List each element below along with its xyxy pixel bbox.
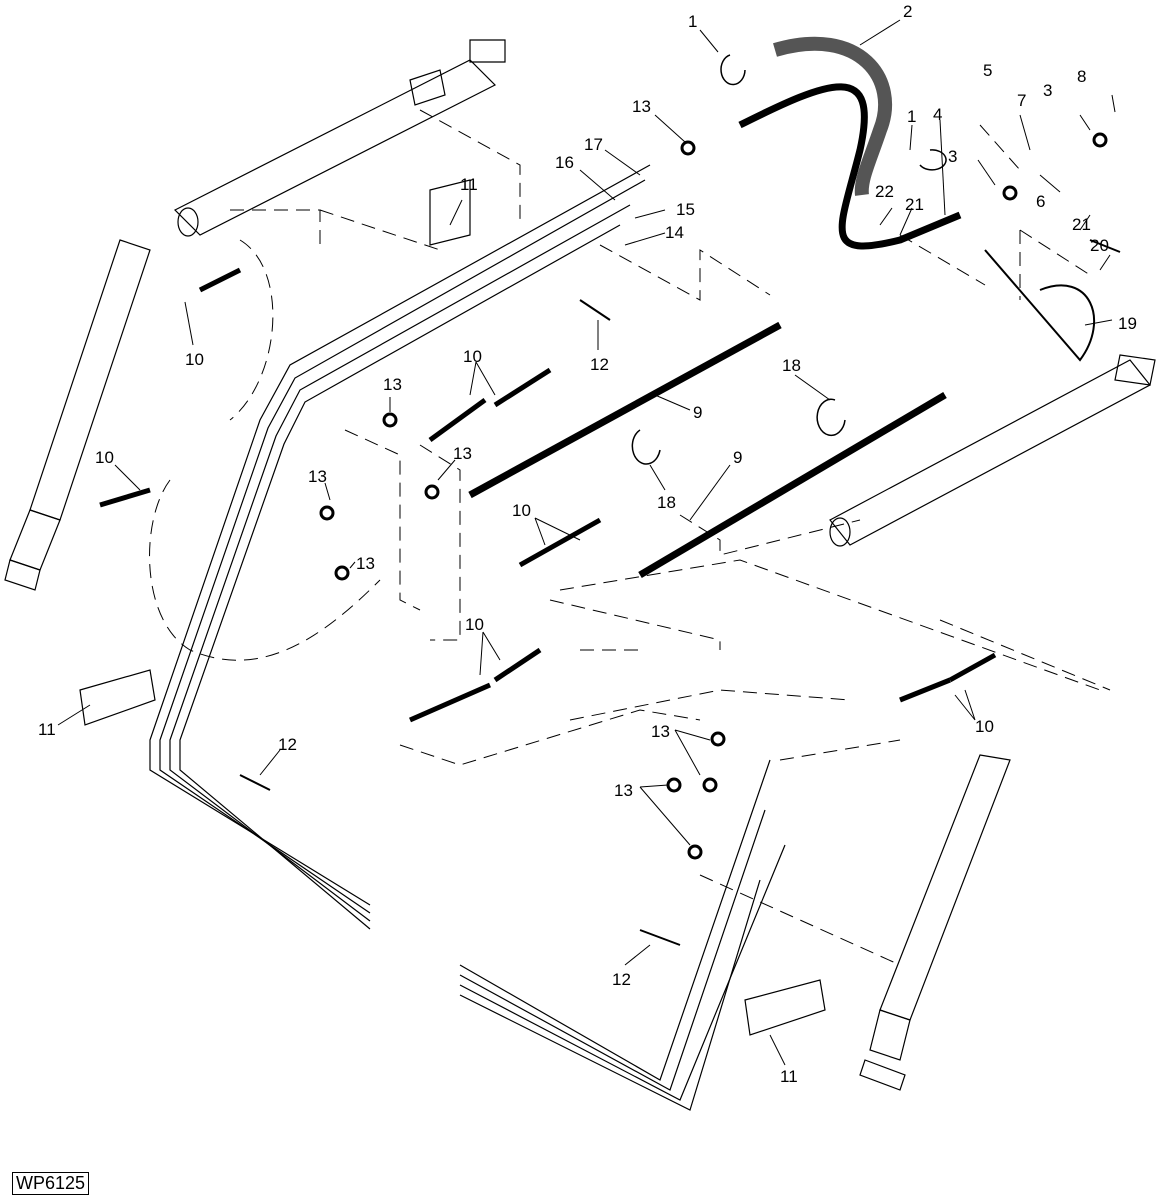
callout-13b: 13 [383, 375, 402, 394]
callout-1: 1 [688, 12, 697, 31]
callout-3b: 3 [948, 147, 957, 166]
callout-13f: 13 [651, 722, 670, 741]
callout-21b: 21 [1072, 215, 1091, 234]
callout-5: 5 [983, 61, 992, 80]
hose-support-19 [984, 249, 1096, 362]
callout-13e: 13 [356, 554, 375, 573]
steel-lines-right [459, 759, 786, 1111]
callout-3a: 3 [1043, 81, 1052, 100]
right-cylinder-lower [859, 754, 1011, 1091]
hose-9-upper [468, 321, 782, 499]
callout-13d: 13 [308, 467, 327, 486]
right-cylinder-upper [829, 354, 1156, 547]
callout-18a: 18 [782, 356, 801, 375]
upper-left-cylinder [173, 39, 506, 237]
callout-22: 22 [875, 182, 894, 201]
callout-13g: 13 [614, 781, 633, 800]
callout-14: 14 [665, 223, 684, 242]
callout-1b: 1 [907, 107, 916, 126]
hose-4 [738, 83, 962, 250]
callout-11b: 11 [38, 720, 56, 739]
callout-6: 6 [1036, 192, 1045, 211]
callout-10b: 10 [95, 448, 114, 467]
dashed-guides [149, 109, 1111, 966]
callout-19: 19 [1118, 314, 1137, 333]
callout-7: 7 [1017, 91, 1026, 110]
callout-10d: 10 [463, 347, 482, 366]
callout-11: 11 [460, 175, 478, 194]
callout-4: 4 [933, 105, 942, 124]
leader-lines [57, 19, 1116, 1066]
snap-rings [631, 54, 947, 465]
callout-8: 8 [1077, 67, 1086, 86]
callout-2: 2 [903, 2, 912, 21]
callout-21a: 21 [905, 195, 924, 214]
callout-18b: 18 [657, 493, 676, 512]
callout-labels: 1 2 13 17 16 15 14 11 12 10 1 4 5 7 3 8 … [38, 2, 1137, 1086]
callout-13c: 13 [453, 444, 472, 463]
callout-17: 17 [584, 135, 603, 154]
callout-9a: 9 [693, 403, 702, 422]
steel-lines-left [149, 164, 651, 930]
callout-16: 16 [555, 153, 574, 172]
callout-9b: 9 [733, 448, 742, 467]
callout-20: 20 [1090, 236, 1109, 255]
hose-9-lower [638, 391, 947, 579]
left-cylinder [4, 239, 151, 591]
clamps-11 [79, 179, 826, 1036]
callout-12b: 12 [278, 735, 297, 754]
callout-10e: 10 [465, 615, 484, 634]
callout-10c: 10 [512, 501, 531, 520]
figure-id-label: WP6125 [12, 1172, 90, 1195]
callout-12c: 12 [612, 970, 631, 989]
callout-10f: 10 [975, 717, 994, 736]
callout-10: 10 [185, 350, 204, 369]
hoses-10 [99, 267, 997, 723]
o-rings-13 [319, 132, 1108, 860]
bolts-12 [239, 239, 1121, 946]
callout-15: 15 [676, 200, 695, 219]
callout-12: 12 [590, 355, 609, 374]
callout-13: 13 [632, 97, 651, 116]
protective-sleeve-2 [773, 36, 892, 196]
callout-11c: 11 [780, 1067, 798, 1086]
